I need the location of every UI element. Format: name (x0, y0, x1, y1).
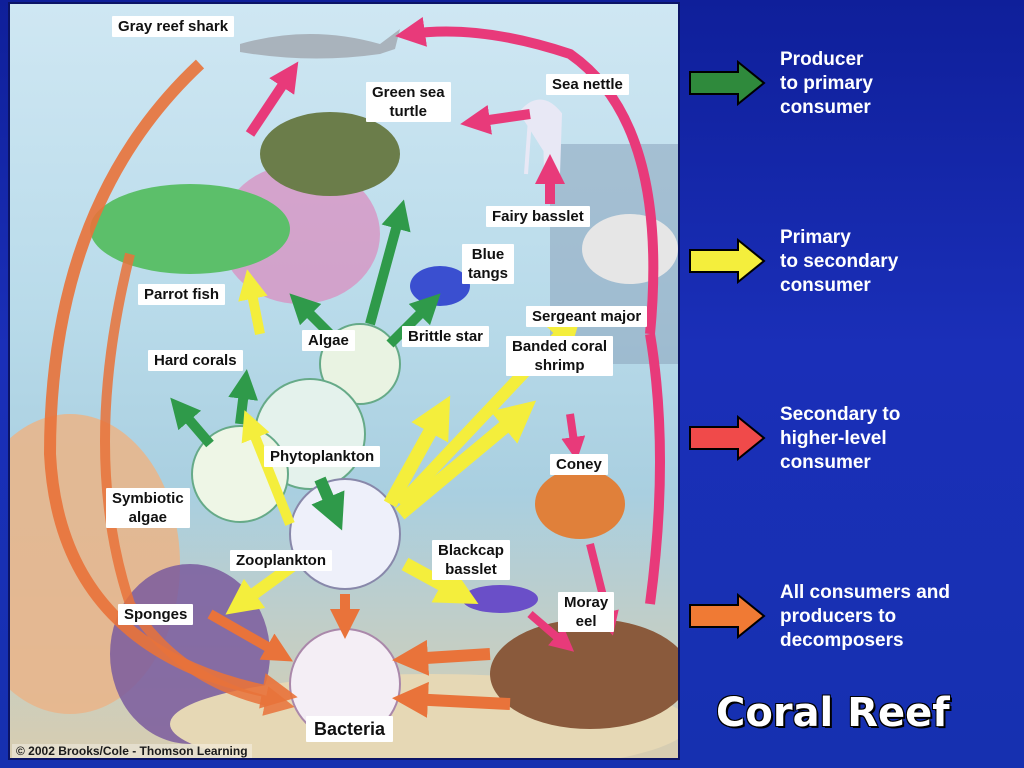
arrow-zoo-to-brittlestar (383, 395, 451, 508)
label-phytoplankton: Phytoplankton (264, 446, 381, 467)
label-gray-reef-shark: Gray reef shark (112, 16, 235, 37)
legend-producer-to-primary: Producer to primary consumer (688, 48, 1018, 128)
label-green-sea-turtle: Green sea turtle (366, 82, 451, 122)
legend-primary-to-secondary: Primary to secondary consumer (688, 226, 1018, 306)
blue-tang-shape (410, 266, 470, 306)
arrow-seanettle-to-turtle (460, 104, 531, 135)
sergeant-major-shape (582, 214, 678, 284)
arrow-to-shark-from-turtle (245, 61, 299, 137)
label-symbiotic-algae: Symbiotic algae (106, 488, 190, 528)
arrow-seanettle-loop (395, 17, 659, 335)
label-banded-coral-shrimp: Banded coral shrimp (506, 336, 614, 376)
legend-to-decomposers: All consumers and producers to decompose… (688, 581, 1018, 661)
arrow-algae-to-parrotfish (289, 293, 334, 338)
red-arrow-icon (689, 415, 766, 461)
label-zooplankton: Zooplankton (230, 550, 332, 571)
arrow-symbiotic-up (228, 369, 259, 425)
arrow-sand-to-bacteria (392, 681, 511, 718)
label-coney: Coney (550, 454, 608, 475)
label-algae: Algae (302, 330, 355, 351)
legend-text: Secondary to higher-level consumer (780, 404, 901, 473)
arrow-algae-to-bluetangs (386, 293, 441, 348)
label-sea-nettle: Sea nettle (546, 74, 629, 95)
arrow-symbiotic-to-hardcorals (170, 397, 214, 448)
food-web-drawing (10, 17, 678, 758)
legend-arrow-shape (689, 593, 766, 639)
arrow-zoo-to-shrimp (395, 400, 537, 520)
turtle-shape (260, 112, 400, 196)
label-brittle-star: Brittle star (402, 326, 490, 347)
label-blackcap-basslet: Blackcap basslet (432, 540, 510, 580)
label-bacteria: Bacteria (306, 716, 394, 742)
arrow-zoo-to-hardcorals (241, 410, 295, 526)
yellow-arrow-icon (689, 238, 766, 284)
arrow-moray-up (645, 333, 665, 605)
legend-text: Primary to secondary consumer (780, 227, 899, 296)
arrow-parrotfish-to-bacteria (100, 252, 295, 716)
shark-shape (240, 29, 400, 59)
label-sergeant-major: Sergeant major (526, 306, 648, 327)
arrow-eel-to-bacteria (392, 639, 491, 676)
orange-arrow-icon (689, 593, 766, 639)
arrow-sponges-to-bacteria (207, 609, 294, 662)
label-sponges: Sponges (118, 604, 194, 625)
coral-reef-illustration: Gray reef shark Green sea turtle Sea net… (8, 2, 680, 760)
arrow-shrimp-to-coney (561, 413, 586, 461)
legend-text: Producer to primary consumer (780, 49, 873, 118)
label-parrot-fish: Parrot fish (138, 284, 226, 305)
arrow-phyto-to-zoo (311, 476, 345, 531)
legend-text: All consumers and producers to decompose… (780, 582, 950, 651)
label-hard-corals: Hard corals (148, 350, 243, 371)
coney-shape (535, 469, 625, 539)
moray-eel-body (490, 619, 678, 729)
label-blue-tangs: Blue tangs (462, 244, 515, 284)
blackcap-basslet-shape (462, 585, 538, 613)
legend-arrow-shape (689, 415, 766, 461)
arrow-algae-to-turtle (365, 199, 411, 326)
arrow-shark-to-bacteria (43, 59, 298, 709)
legend-secondary-to-higher: Secondary to higher-level consumer (688, 403, 1018, 483)
legend-arrow-shape (689, 238, 766, 284)
arrow-to-parrotfish-yellow (238, 269, 268, 335)
zooplankton-circle (289, 478, 401, 590)
label-moray-eel: Moray eel (558, 592, 615, 632)
green-arrow-icon (689, 60, 766, 106)
slide-title: Coral Reef (716, 690, 950, 736)
arrow-blackcap-to-moray (527, 610, 575, 652)
label-fairy-basslet: Fairy basslet (486, 206, 590, 227)
copyright-text: © 2002 Brooks/Cole - Thomson Learning (12, 744, 252, 758)
legend-arrow-shape (689, 60, 766, 106)
parrot-fish-shape (90, 184, 290, 274)
